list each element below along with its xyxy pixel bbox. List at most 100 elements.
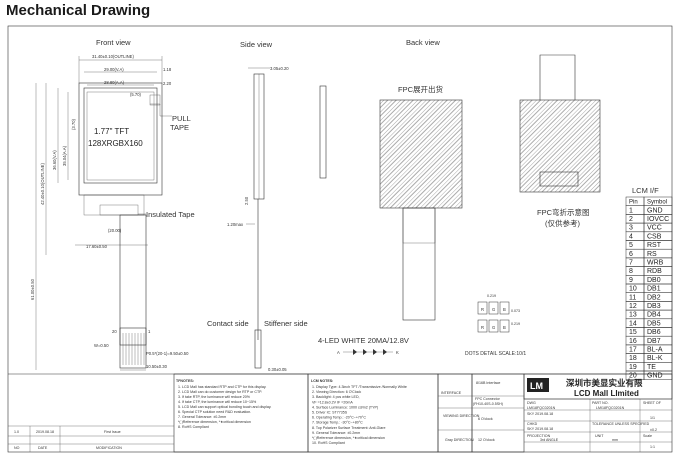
title-block bbox=[8, 373, 673, 453]
note-line: *( )Reference dimension, *★critical dime… bbox=[178, 420, 251, 424]
note-line: 3. If take RTP, the luminance will reduc… bbox=[178, 395, 251, 399]
dot-dim-1: 0.219 bbox=[487, 294, 496, 298]
lcm-table-row: 5 RST bbox=[625, 240, 673, 250]
svg-text:LM: LM bbox=[530, 381, 543, 391]
lcm-notes-title: LCM NOTES: bbox=[311, 379, 333, 383]
lcm-symbol: RST bbox=[647, 242, 662, 249]
checked-label: CHKD bbox=[527, 422, 538, 426]
svg-text:R: R bbox=[481, 325, 484, 330]
rev-header-mod: MODIFICATION bbox=[96, 446, 122, 450]
svg-text:G: G bbox=[492, 325, 495, 330]
lcm-symbol: GND bbox=[647, 207, 663, 214]
checked-value: SKY 2019.08.18 bbox=[527, 427, 553, 431]
interface-label: INTERFACE bbox=[441, 391, 462, 395]
stiffener-side-label: Stiffener side bbox=[264, 319, 308, 328]
dim-aa-h: 35.04(A.A) bbox=[62, 145, 67, 166]
note-line: 5. LCD Mall can support optical bonding … bbox=[178, 405, 271, 409]
fpc-contacts bbox=[119, 327, 147, 369]
dim-t1: 1.18 bbox=[163, 67, 172, 72]
lcm-symbol: DB2 bbox=[647, 294, 661, 301]
lcm-pin: 6 bbox=[629, 251, 633, 258]
tolerance-label: TOLERANCE UNLESS SPECIFIED bbox=[592, 422, 650, 426]
sheet-value: 1/1 bbox=[650, 416, 655, 420]
projection-value: 3rd ANGLE bbox=[540, 438, 559, 442]
lcm-symbol: BL-A bbox=[647, 347, 663, 354]
lcm-symbol: DB5 bbox=[647, 320, 661, 327]
dots-detail-label: DOTS DETAIL SCALE:10/1 bbox=[465, 351, 526, 357]
lcm-symbol: GND bbox=[647, 373, 663, 380]
note-line: 7. General Tolerance: ±0.2mm bbox=[178, 415, 226, 419]
note-line: 6. Operating Temp.: -20°C~+70°C bbox=[312, 416, 366, 420]
lcm-symbol: DB6 bbox=[647, 329, 661, 336]
side-thickness: 3.05±0.20 bbox=[270, 66, 289, 71]
lcm-symbol: DB1 bbox=[647, 286, 661, 293]
lcm-pin: 9 bbox=[629, 277, 633, 284]
lcm-symbol: TE bbox=[647, 364, 656, 371]
svg-text:B: B bbox=[503, 325, 506, 330]
scale-value: 1:1 bbox=[650, 445, 655, 449]
lcm-symbol: RDB bbox=[647, 268, 662, 275]
insulated-tape bbox=[99, 204, 139, 216]
dim-t2: 2.20 bbox=[163, 81, 172, 86]
screen-size-label: 1.77" TFT bbox=[94, 127, 129, 136]
scale-label: Scale bbox=[643, 434, 652, 438]
dim-tail-w: 10.50±0.30 bbox=[146, 364, 168, 369]
company-logo: LM bbox=[527, 378, 549, 392]
front-view-label: Front view bbox=[96, 38, 131, 47]
dim-va-h: 36.60(V.A) bbox=[52, 150, 57, 170]
gray-direction-label: Gray DIRECTION bbox=[445, 438, 474, 442]
lcm-pin: 20 bbox=[629, 373, 637, 380]
lcm-table-row: 16 DB7 bbox=[625, 335, 673, 346]
note-line: 3. Backlight: 4 pcs white LED, bbox=[312, 395, 360, 399]
side-d2: 1.20max bbox=[227, 222, 244, 227]
front-va bbox=[83, 87, 158, 184]
screen-resolution-label: 128XRGBX160 bbox=[88, 139, 143, 148]
pin-1-label: 1 bbox=[148, 329, 151, 334]
back-unfolded-panel bbox=[379, 99, 463, 209]
lcm-pin: 5 bbox=[629, 242, 633, 249]
dim-outline-h: 42.40±0.10(OUTLINE) bbox=[40, 163, 45, 205]
back-side-edge bbox=[319, 85, 327, 179]
led-anode: A bbox=[337, 350, 340, 355]
dim-va-w: 29.00(V.A) bbox=[104, 67, 124, 72]
note-line: VF =12.8±0.2V IF =20mA bbox=[312, 400, 353, 404]
dim-h1: (3.70) bbox=[71, 118, 76, 130]
gray-direction-value: 12 O'clock bbox=[478, 438, 495, 442]
side-d1: 2.50 bbox=[244, 196, 249, 205]
back-view-label: Back view bbox=[406, 38, 440, 47]
dot-dim-2: 0.073 bbox=[511, 309, 520, 313]
note-line: 2. LCD Mall can do customer design for R… bbox=[178, 390, 262, 394]
lcm-pin: 16 bbox=[629, 338, 637, 345]
interface-value: 8/16B Interface bbox=[476, 381, 500, 385]
drawn-value: SKY 2019.08.18 bbox=[527, 412, 553, 416]
dim-fpc-w1: (20.00) bbox=[108, 228, 122, 233]
insulated-tape-label: Insulated Tape bbox=[146, 210, 195, 219]
lcm-symbol: DB4 bbox=[647, 312, 661, 319]
back-fpc bbox=[402, 207, 436, 321]
lcm-pin: 11 bbox=[629, 294, 636, 301]
lcm-symbol: DB7 bbox=[647, 338, 661, 345]
note-line: 7. Storage Temp.: -30°C~+80°C bbox=[312, 421, 363, 425]
dim-aa-w: 28.80(A.A) bbox=[104, 80, 125, 85]
projection-label: PROJECTION bbox=[527, 434, 551, 438]
lcm-pin: Pin bbox=[629, 200, 638, 206]
dwg-value: LMI18FQC0201N bbox=[527, 406, 556, 410]
lcm-pin: 10 bbox=[629, 286, 637, 293]
fpc-tail bbox=[119, 214, 147, 346]
note-line: 8. Top Polarizer Surface Treatment: Anti… bbox=[312, 426, 385, 430]
back-folded-panel bbox=[519, 99, 601, 193]
fpc-contact-pins bbox=[122, 333, 145, 365]
lcm-pin: 4 bbox=[629, 233, 633, 240]
